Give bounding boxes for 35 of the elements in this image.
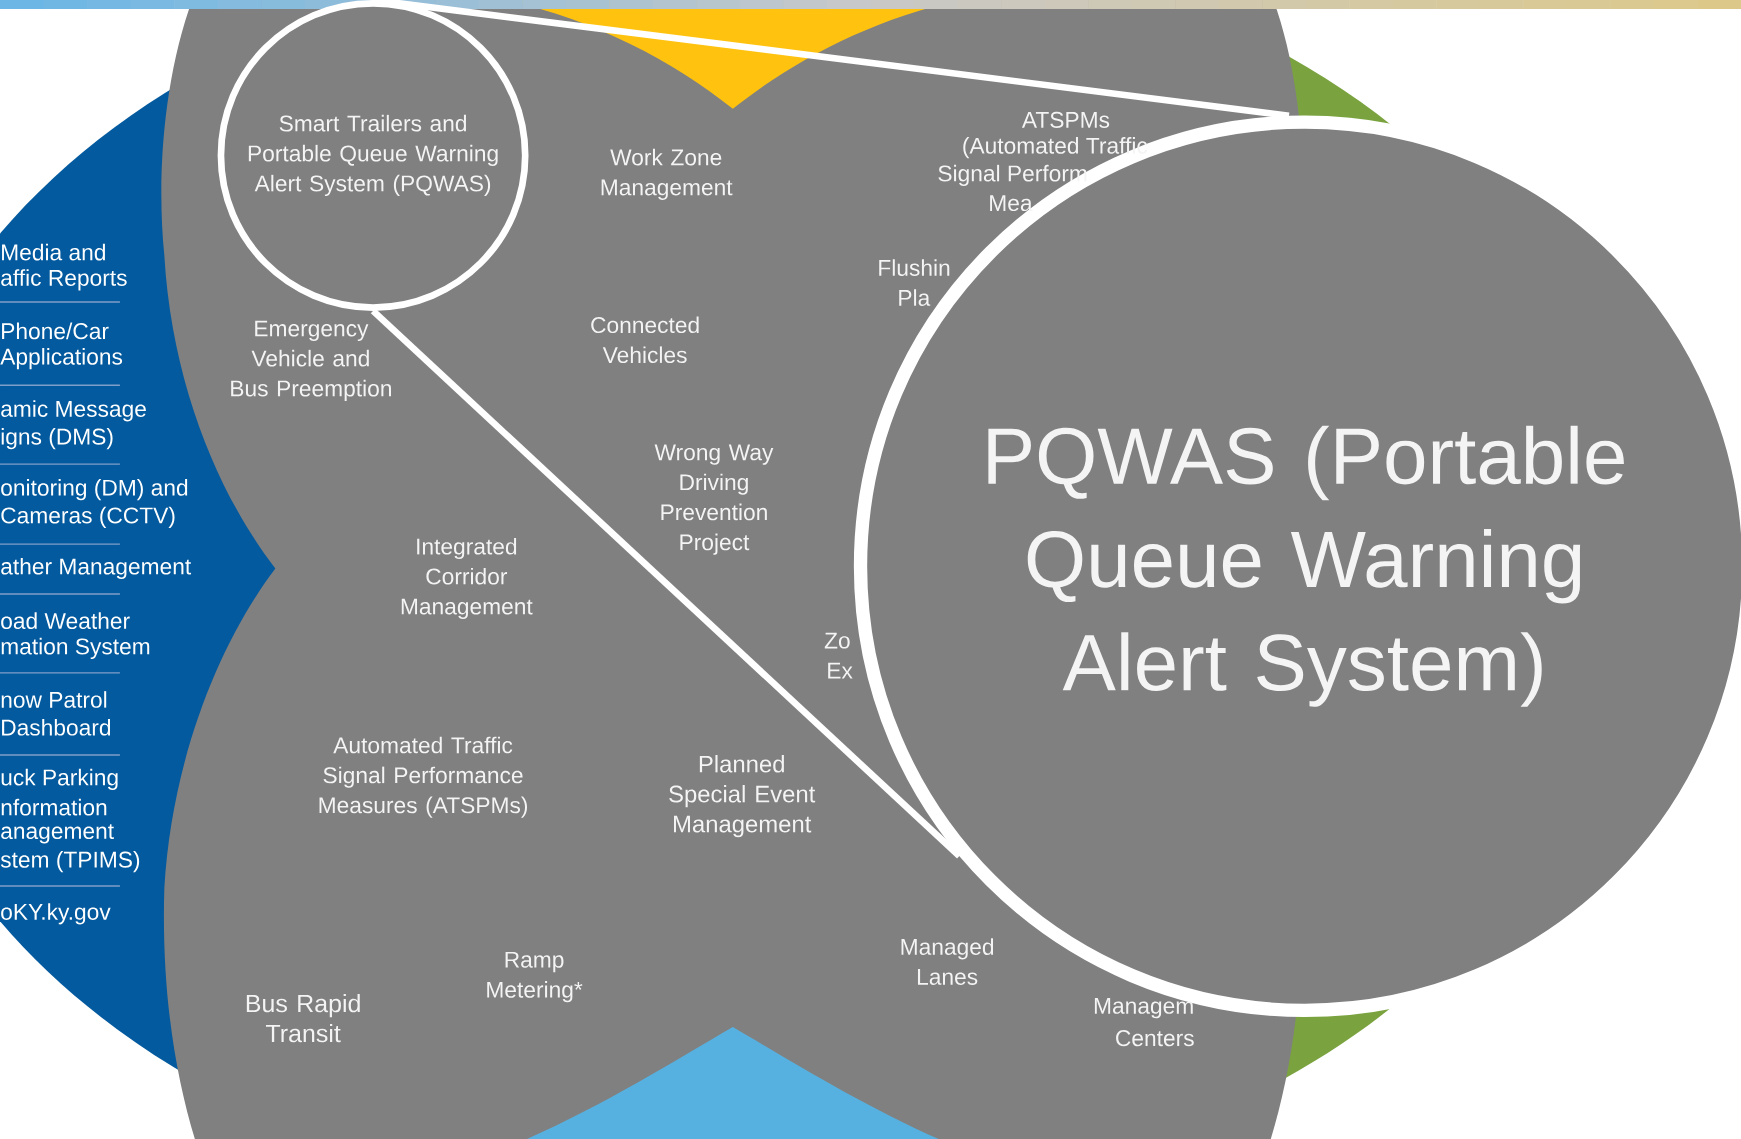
topic-label: Wrong Way Driving Prevention Project [654, 444, 774, 555]
topic-label: Connected Vehicles [591, 316, 699, 364]
category-label: oad Weather [1, 612, 130, 630]
category-label: oKY.ky.gov [1, 903, 111, 925]
topic-label: Managem [1094, 998, 1193, 1019]
category-label: Cameras (CCTV) [1, 506, 175, 528]
category-label: onitoring (DM) and [1, 479, 188, 501]
category-label: amic Message [1, 400, 146, 422]
topic-label: Mea [990, 195, 1033, 212]
topic-label: Flushin [879, 259, 950, 276]
category-label: anagement [1, 824, 114, 844]
category-label: ather Management [1, 557, 192, 580]
category-label: now Patrol [1, 691, 107, 708]
topic-label: Bus Rapid Transit [246, 994, 360, 1043]
category-label: Phone/Car [2, 322, 109, 340]
topic-label: Integrated Corridor Management [401, 537, 533, 620]
category-label: uck Parking [1, 768, 118, 791]
category-label: nformation [1, 798, 107, 816]
category-label: igns (DMS) [1, 428, 113, 450]
category-label: Applications [0, 348, 123, 370]
topic-label: Emergency Vehicle and Bus Preemption [231, 320, 391, 401]
topic-label: Planned Special Event Management [669, 755, 816, 838]
zoom-line [370, 308, 962, 859]
topic-label: Pla [899, 289, 931, 306]
node-label: PQWAS (Portable Queue Warning Alert System) [988, 425, 1624, 707]
topic-label: Work Zone Management [601, 148, 733, 200]
topic-label: Ramp Metering* [487, 951, 583, 1003]
topic-label: Automated Traffic Signal Performance Measures (ATSPMs) [319, 736, 528, 818]
category-label: affic Reports [1, 269, 127, 291]
category-label: stem (TPIMS) [0, 851, 140, 873]
zoom-line [372, 0, 1290, 120]
category-label: Dashboard [2, 718, 111, 736]
category-label: Media and [2, 243, 105, 261]
topic-label: Managed Lanes [901, 938, 994, 985]
category-label: mation System [1, 637, 150, 660]
